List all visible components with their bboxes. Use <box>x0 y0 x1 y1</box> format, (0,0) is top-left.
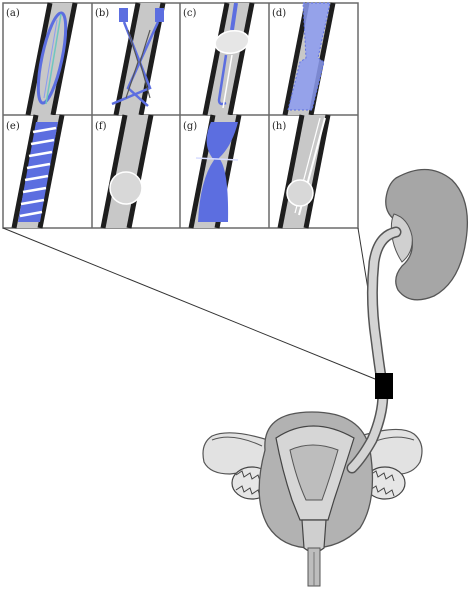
panel-a: (a) <box>6 2 78 116</box>
panel-b: (b) <box>95 2 166 116</box>
panel-f: (f) <box>95 114 154 229</box>
callout-lines <box>2 227 384 382</box>
cervix <box>301 519 327 553</box>
ureter-segment-marker <box>375 373 393 399</box>
panel-h: (h) <box>272 114 331 229</box>
balloon-device <box>214 2 250 109</box>
panel-label: (h) <box>272 121 286 132</box>
panel-g: (g) <box>183 114 242 229</box>
panel-d: (d) <box>272 2 336 116</box>
panel-label: (e) <box>6 121 20 132</box>
mesh-stent-device <box>287 2 331 111</box>
panel-label: (f) <box>95 121 107 132</box>
coil-stent-device <box>18 122 58 222</box>
guidewire-device <box>286 117 326 216</box>
stent-device <box>36 11 68 105</box>
panel-c: (c) <box>183 2 255 116</box>
uterus <box>202 411 423 587</box>
hourglass-balloon-device <box>195 122 239 222</box>
panel-label: (g) <box>183 121 197 132</box>
panel-label: (a) <box>6 8 20 19</box>
ureter <box>346 226 402 474</box>
panel-label: (d) <box>272 8 286 19</box>
kidney <box>385 168 469 301</box>
panel-label: (c) <box>183 8 197 19</box>
panel-e: (e) <box>6 114 65 229</box>
stone-outline <box>109 171 143 205</box>
basket-device <box>111 8 164 107</box>
panel-label: (b) <box>95 8 109 19</box>
